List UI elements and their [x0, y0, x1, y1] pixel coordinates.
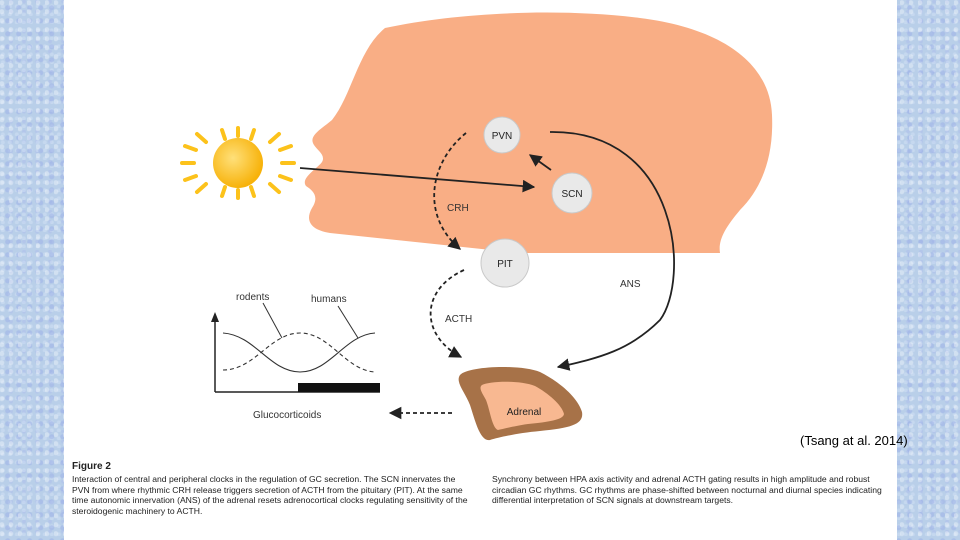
gc-rhythm-inset: rodents humans — [211, 292, 380, 393]
pit-node: PIT — [480, 238, 530, 288]
rodents-label: rodents — [236, 292, 269, 303]
ans-arrow — [549, 131, 675, 371]
adrenal-label: Adrenal — [507, 407, 541, 418]
sun-icon — [180, 126, 296, 200]
crh-label: CRH — [447, 203, 469, 214]
scn-node: SCN — [551, 172, 593, 214]
night-period-bar — [298, 383, 380, 392]
humans-label: humans — [311, 294, 347, 305]
crh-arrow — [433, 132, 467, 250]
adrenal-gland: Adrenal — [458, 366, 583, 441]
acth-label: ACTH — [445, 314, 472, 325]
pit-label: PIT — [497, 259, 513, 270]
acth-arrow — [429, 269, 465, 358]
ans-label: ANS — [620, 279, 641, 290]
humans-curve — [222, 332, 376, 373]
rodents-curve — [222, 332, 376, 373]
figure-caption-right: Synchrony between HPA axis activity and … — [492, 474, 882, 506]
pvn-label: PVN — [492, 131, 513, 142]
figure-caption-left: Interaction of central and peripheral cl… — [72, 474, 468, 516]
figure-title: Figure 2 — [72, 461, 111, 472]
scn-label: SCN — [561, 189, 582, 200]
light-input-arrow — [299, 167, 536, 193]
citation-text: (Tsang at al. 2014) — [800, 433, 908, 448]
scn-to-pvn-arrow — [528, 154, 552, 171]
pvn-node: PVN — [483, 116, 521, 154]
head-silhouette — [304, 12, 773, 253]
glucocorticoids-label: Glucocorticoids — [253, 410, 321, 421]
